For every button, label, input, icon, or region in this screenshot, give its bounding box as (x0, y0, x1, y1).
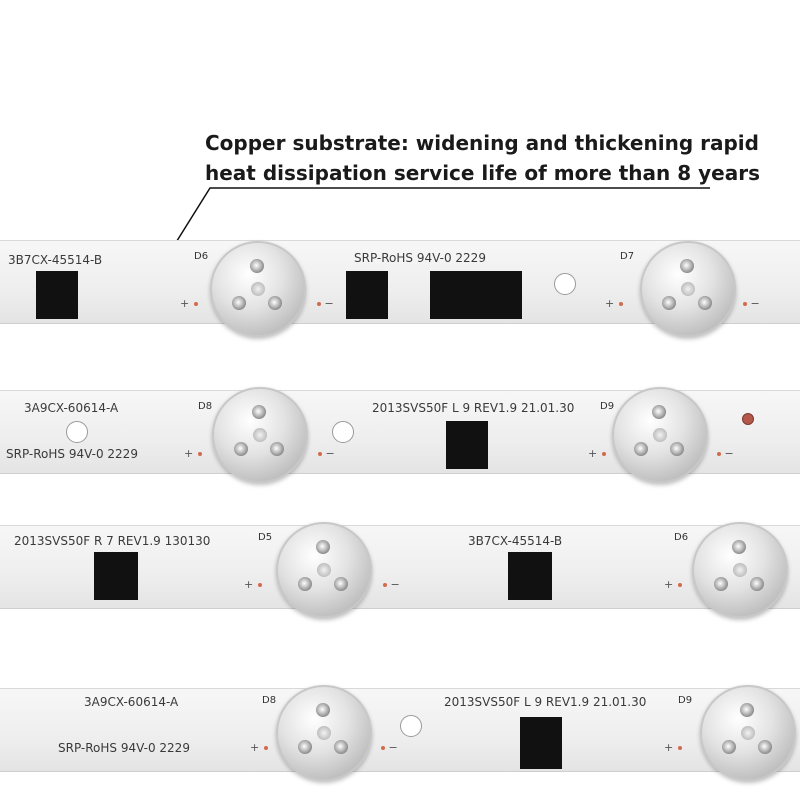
led-lens (612, 387, 708, 483)
plus-mark: + (244, 578, 263, 591)
solder-pad (36, 271, 78, 319)
mounting-hole (66, 421, 88, 443)
revision-label: 2013SVS50F R 7 REV1.9 130130 (14, 534, 211, 548)
solder-pad-wide (430, 271, 522, 319)
led-lens (276, 685, 372, 781)
led-lens (212, 387, 308, 483)
plus-mark: + (250, 741, 269, 754)
led-lens (640, 241, 736, 337)
minus-mark: − (738, 297, 760, 310)
diode-label: D7 (620, 251, 635, 262)
revision-label: 2013SVS50F L 9 REV1.9 21.01.30 (444, 695, 647, 709)
led-lens (692, 522, 788, 618)
minus-mark: − (312, 297, 334, 310)
mounting-hole (332, 421, 354, 443)
led-lens (276, 522, 372, 618)
caption: Copper substrate: widening and thickenin… (205, 128, 795, 188)
led-strip-3: 2013SVS50F R 7 REV1.9 130130 D5 + − 3B7C… (0, 522, 800, 618)
plus-mark: + (605, 297, 624, 310)
diode-label: D9 (600, 401, 615, 412)
plus-mark: + (664, 741, 683, 754)
solder-pad (520, 717, 562, 769)
mounting-hole (554, 273, 576, 295)
rohs-label: SRP-RoHS 94V-0 2229 (6, 447, 138, 461)
solder-pad (346, 271, 388, 319)
mounting-hole (400, 715, 422, 737)
caption-line-2: heat dissipation service life of more th… (205, 161, 760, 185)
rohs-label: SRP-RoHS 94V-0 2229 (58, 741, 190, 755)
minus-mark: − (712, 447, 734, 460)
plus-mark: + (664, 578, 683, 591)
diode-label: D6 (674, 532, 689, 543)
plus-mark: + (588, 447, 607, 460)
minus-mark: − (376, 741, 398, 754)
led-strip-1: 3B7CX-45514-B D6 + − SRP-RoHS 94V-0 2229… (0, 240, 800, 337)
solder-pad (94, 552, 138, 600)
solder-pad (446, 421, 488, 469)
revision-label: 2013SVS50F L 9 REV1.9 21.01.30 (372, 401, 575, 415)
led-lens (700, 685, 796, 781)
plus-mark: + (180, 297, 199, 310)
led-lens (210, 241, 306, 337)
minus-mark: − (378, 578, 400, 591)
part-code: 3A9CX-60614-A (84, 695, 179, 709)
diode-label: D5 (258, 532, 273, 543)
part-code: 3B7CX-45514-B (8, 253, 103, 267)
solder-pad (508, 552, 552, 600)
led-strip-4: 3A9CX-60614-A SRP-RoHS 94V-0 2229 D8 + −… (0, 685, 800, 781)
diode-label: D9 (678, 695, 693, 706)
led-strip-2: 3A9CX-60614-A SRP-RoHS 94V-0 2229 D8 + −… (0, 387, 800, 483)
test-point (742, 413, 754, 425)
diode-label: D6 (194, 251, 209, 262)
part-code: 3A9CX-60614-A (24, 401, 119, 415)
diode-label: D8 (262, 695, 277, 706)
diode-label: D8 (198, 401, 213, 412)
minus-mark: − (313, 447, 335, 460)
rohs-label: SRP-RoHS 94V-0 2229 (354, 251, 486, 265)
plus-mark: + (184, 447, 203, 460)
caption-line-1: Copper substrate: widening and thickenin… (205, 131, 759, 155)
part-code: 3B7CX-45514-B (468, 534, 563, 548)
